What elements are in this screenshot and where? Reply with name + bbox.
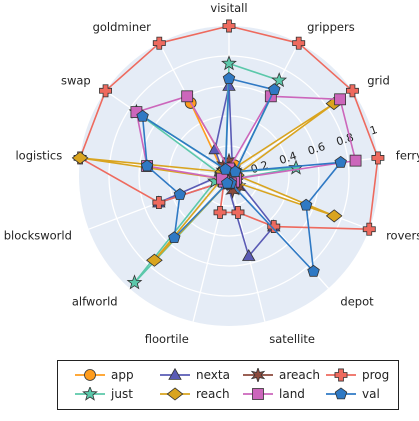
legend-label: val (362, 387, 380, 401)
series-val (136, 71, 347, 277)
legend-item-nexta: nexta (160, 366, 230, 384)
point-prog-grid (345, 84, 359, 98)
legend-label: app (111, 368, 134, 382)
legend-swatch-reach (160, 387, 190, 401)
legend-label: land (279, 387, 305, 401)
legend-label: areach (279, 368, 320, 382)
axis-label-swap: swap (61, 74, 91, 88)
legend-swatch-areach (243, 368, 273, 382)
legend-marker-nexta (168, 368, 182, 380)
legend-item-just: just (75, 385, 133, 403)
legend-item-val: val (326, 385, 380, 403)
point-land-goldminer (181, 90, 194, 103)
point-prog-blocksworld (152, 196, 166, 210)
point-prog-satellite (231, 205, 245, 219)
point-val-blocksworld (173, 188, 187, 200)
point-val-goldminer (219, 162, 232, 175)
radial-tick-label: 0.6 (306, 140, 327, 158)
legend-marker-just (82, 387, 98, 401)
point-val-visitall (222, 71, 236, 84)
legend-swatch-app (75, 369, 105, 381)
axis-label-ferry: ferry (396, 149, 419, 163)
legend-swatch-nexta (160, 368, 190, 380)
axis-label-alfworld: alfworld (72, 295, 118, 309)
grid-spoke-rovers (228, 175, 370, 230)
grid-spoke-swap (105, 90, 230, 177)
point-val-logistics (140, 159, 154, 172)
point-val-ferry (334, 155, 347, 168)
legend-marker-areach (250, 368, 266, 382)
point-prog-visitall (222, 19, 236, 33)
point-land-grid (334, 93, 347, 106)
point-prog-goldminer (152, 36, 166, 50)
axis-label-depot: depot (340, 295, 374, 309)
radial-tick-label: 1 (368, 123, 379, 138)
point-val-grippers (268, 83, 281, 95)
axis-label-rovers: rovers (386, 229, 419, 243)
legend-label: nexta (196, 368, 230, 382)
legend-marker-prog (334, 368, 348, 382)
legend: app nexta areach prog just reach land val (57, 360, 399, 410)
radial-tick-label: 0.4 (278, 149, 299, 167)
legend-label: reach (196, 387, 230, 401)
axis-label-logistics: logistics (15, 149, 62, 163)
legend-marker-app (84, 369, 96, 381)
series-line-prog (79, 25, 379, 230)
axis-label-visitall: visitall (210, 1, 247, 15)
legend-item-areach: areach (243, 366, 320, 384)
legend-swatch-val (326, 387, 356, 400)
point-just-alfworld (126, 274, 143, 290)
axis-label-blocksworld: blocksworld (4, 229, 72, 243)
grid-spoke-floortile (192, 175, 230, 322)
point-val-floortile (220, 176, 234, 189)
point-reach-logistics (71, 151, 89, 165)
point-prog-swap (99, 84, 113, 98)
legend-item-land: land (243, 385, 305, 403)
axis-label-grippers: grippers (307, 20, 355, 34)
point-val-swap (136, 109, 149, 122)
legend-marker-reach (166, 387, 184, 401)
point-reach-rovers (325, 209, 343, 223)
radial-tick-label: 0.8 (335, 131, 356, 149)
point-prog-floortile (213, 205, 227, 219)
point-land-ferry (349, 154, 362, 167)
point-nexta-satellite (242, 248, 256, 261)
legend-item-prog: prog (326, 366, 389, 384)
axis-label-goldminer: goldminer (93, 20, 152, 34)
point-val-rovers (299, 198, 313, 211)
axis-label-satellite: satellite (269, 332, 315, 346)
legend-marker-val (334, 387, 348, 400)
legend-item-reach: reach (160, 385, 230, 403)
point-prog-grippers (292, 36, 306, 50)
point-just-grippers (271, 72, 288, 88)
legend-swatch-prog (326, 368, 356, 382)
axis-label-grid: grid (367, 74, 390, 88)
legend-item-app: app (75, 366, 134, 384)
point-just-visitall (221, 55, 237, 71)
point-val-depot (307, 264, 320, 277)
legend-swatch-land (243, 388, 273, 400)
legend-label: just (111, 387, 133, 401)
point-prog-ferry (371, 151, 385, 165)
legend-marker-land (252, 388, 264, 400)
point-reach-alfworld (146, 253, 163, 267)
legend-label: prog (362, 368, 390, 382)
radar-chart: 0.20.40.60.81visitallgrippersgridferryro… (4, 1, 419, 346)
axis-label-floortile: floortile (145, 332, 189, 346)
point-prog-rovers (362, 222, 376, 236)
point-val-alfworld (168, 231, 181, 244)
legend-swatch-just (75, 387, 105, 401)
